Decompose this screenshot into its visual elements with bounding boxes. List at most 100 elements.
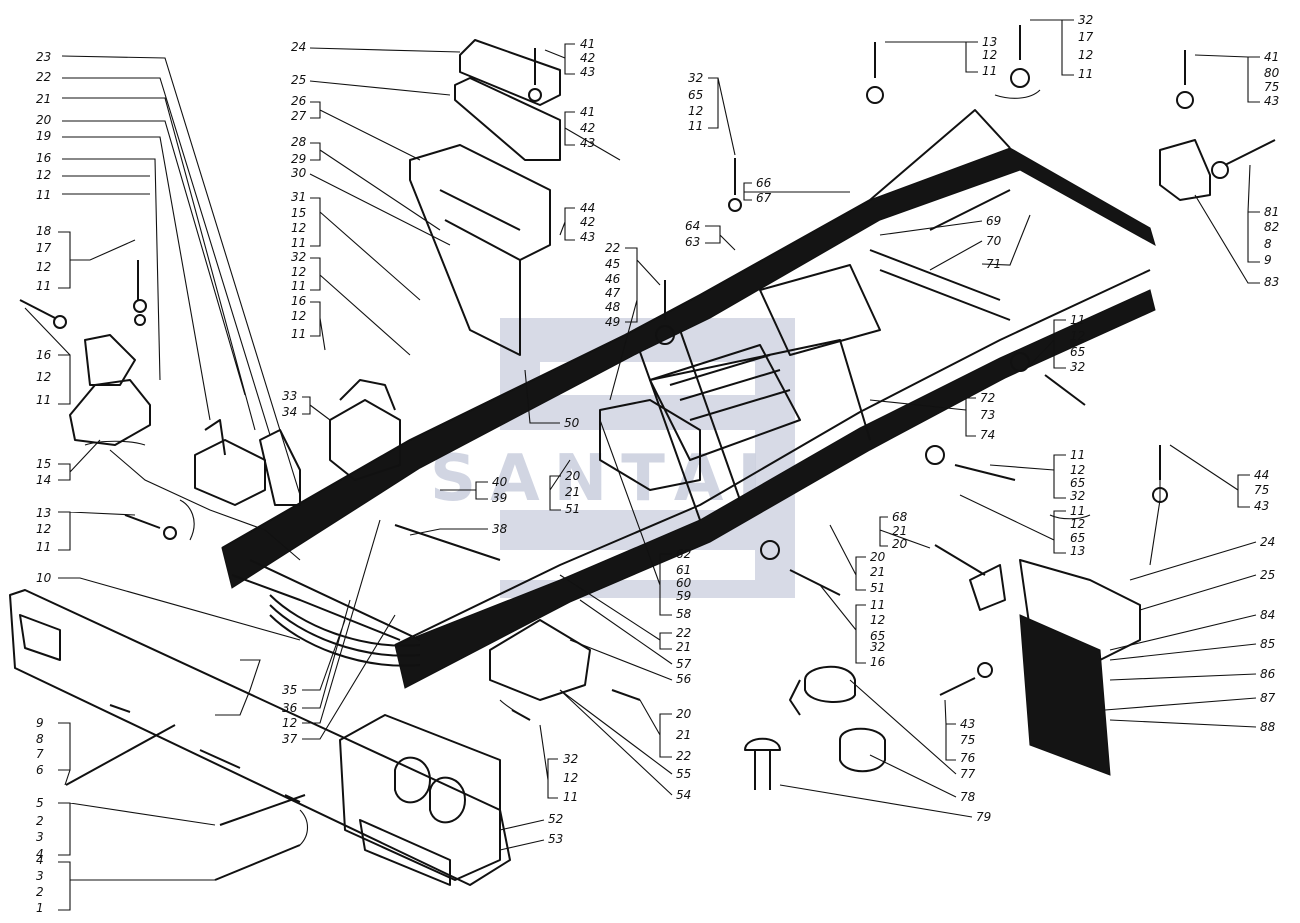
- label-14: 14: [36, 473, 51, 487]
- label-2: 2: [36, 814, 44, 828]
- label-22: 22: [676, 626, 691, 640]
- rear-bracket-83: [1159, 139, 1211, 201]
- bumper-grip-right: [359, 819, 451, 886]
- label-11: 11: [982, 64, 997, 78]
- label-22: 22: [36, 70, 51, 84]
- label-3: 3: [36, 869, 44, 883]
- label-44: 44: [580, 201, 595, 215]
- label-79: 79: [976, 810, 991, 824]
- nut-43-rear: [977, 662, 993, 678]
- bolt-38: [394, 524, 501, 561]
- label-20: 20: [565, 469, 581, 483]
- label-11: 11: [291, 236, 306, 250]
- leader-lines: [24, 19, 1260, 911]
- label-32: 32: [688, 71, 703, 85]
- label-55: 55: [676, 767, 691, 781]
- label-44: 44: [1254, 468, 1269, 482]
- label-5: 5: [36, 796, 44, 810]
- label-32: 32: [870, 640, 885, 654]
- bolt-81-rear: [1224, 139, 1276, 166]
- label-11: 11: [36, 393, 51, 407]
- label-37: 37: [282, 732, 298, 746]
- label-27: 27: [291, 109, 307, 123]
- label-65: 65: [1070, 531, 1085, 545]
- washer-18b: [134, 314, 146, 326]
- label-83: 83: [1264, 275, 1279, 289]
- label-12: 12: [982, 48, 997, 62]
- label-45: 45: [605, 257, 620, 271]
- label-34: 34: [282, 405, 297, 419]
- label-2: 2: [36, 885, 44, 899]
- label-12: 12: [688, 104, 703, 118]
- label-41: 41: [1264, 50, 1279, 64]
- rear-brace: [759, 264, 881, 356]
- label-11: 11: [1070, 448, 1085, 462]
- label-12: 12: [291, 221, 306, 235]
- battery-carrier: [409, 144, 551, 356]
- label-53: 53: [548, 832, 563, 846]
- label-21: 21: [36, 92, 51, 106]
- mudflap: [1019, 614, 1111, 776]
- label-49: 49: [605, 315, 620, 329]
- washer-81-rear: [1211, 161, 1229, 179]
- label-75: 75: [1254, 483, 1269, 497]
- rear-mounts: [489, 139, 1211, 776]
- label-67: 67: [756, 191, 772, 205]
- label-32: 32: [1070, 489, 1085, 503]
- label-64: 64: [685, 219, 700, 233]
- label-12: 12: [282, 716, 297, 730]
- nut-11-lower: [925, 445, 945, 465]
- bumper-grip-left: [19, 614, 61, 661]
- label-20: 20: [892, 537, 908, 551]
- label-1: 1: [36, 901, 44, 915]
- label-78: 78: [960, 790, 976, 804]
- label-12: 12: [291, 265, 306, 279]
- label-65: 65: [1070, 345, 1085, 359]
- label-13: 13: [1070, 544, 1085, 558]
- label-18: 18: [36, 224, 52, 238]
- label-11: 11: [36, 540, 51, 554]
- washer-32-center: [728, 198, 742, 212]
- washer-41-top: [528, 88, 542, 102]
- label-32: 32: [1078, 13, 1093, 27]
- label-26: 26: [291, 94, 307, 108]
- label-12: 12: [36, 260, 51, 274]
- washer-41-rear: [1176, 91, 1194, 109]
- label-16: 16: [36, 348, 52, 362]
- hanger-cluster-58-62: [599, 399, 701, 491]
- label-21: 21: [565, 485, 580, 499]
- label-32: 32: [291, 250, 306, 264]
- label-12: 12: [563, 771, 578, 785]
- label-47: 47: [605, 286, 621, 300]
- label-4: 4: [36, 853, 44, 867]
- tow-rollers: [394, 756, 466, 824]
- label-33: 33: [282, 389, 297, 403]
- spring-bracket-right: [259, 429, 301, 506]
- label-11: 11: [291, 279, 306, 293]
- bolt-1-bumper: [214, 844, 301, 881]
- label-21: 21: [676, 728, 691, 742]
- label-51: 51: [870, 581, 885, 595]
- label-46: 46: [605, 272, 621, 286]
- bolt-11-lower: [954, 464, 1016, 481]
- label-61: 61: [676, 563, 691, 577]
- label-43: 43: [960, 717, 975, 731]
- label-29: 29: [291, 152, 306, 166]
- front-mounts: [69, 39, 561, 667]
- label-23: 23: [36, 50, 51, 64]
- nut-left-16: [53, 315, 67, 329]
- label-11: 11: [36, 279, 51, 293]
- label-11: 11: [1070, 313, 1085, 327]
- label-8: 8: [1264, 237, 1272, 251]
- label-63: 63: [685, 235, 700, 249]
- label-43: 43: [580, 65, 595, 79]
- label-81: 81: [1264, 205, 1279, 219]
- label-72: 72: [980, 391, 995, 405]
- top-bracket-24: [454, 39, 561, 161]
- front-crossmember: [231, 559, 421, 641]
- label-12: 12: [1078, 48, 1093, 62]
- label-13: 13: [982, 35, 997, 49]
- bolt-20-low: [611, 689, 641, 701]
- leaf-spring: [269, 594, 421, 667]
- label-88: 88: [1260, 720, 1276, 734]
